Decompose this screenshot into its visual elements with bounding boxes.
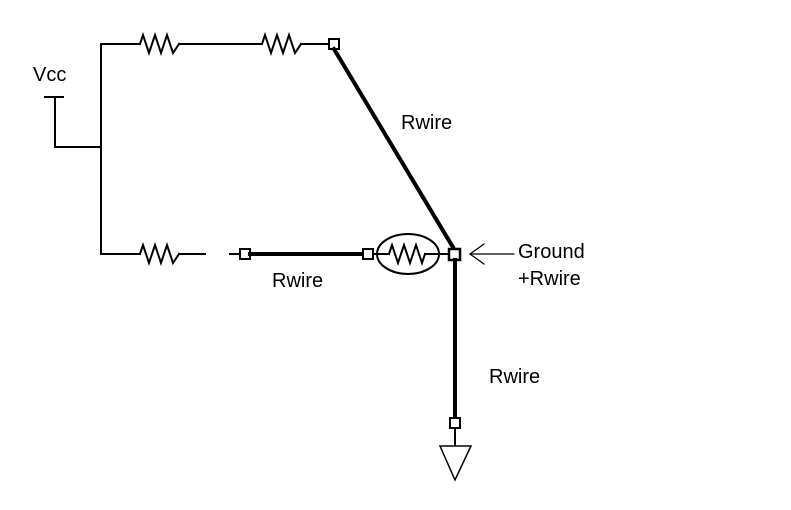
vcc-symbol: [44, 96, 102, 148]
arrow-icon: [468, 243, 515, 265]
rwire-bottom-label: Rwire: [272, 270, 324, 292]
terminal-bottom-mid: [362, 248, 374, 260]
bottom-branch: [100, 241, 251, 267]
resistor-top-1: [138, 31, 181, 57]
circled-resistor: [372, 233, 450, 275]
resistor-top-2: [260, 31, 303, 57]
top-branch: [100, 31, 340, 57]
rwire-vertical-label: Rwire: [489, 366, 541, 388]
ground-icon: [438, 445, 473, 482]
diagonal-rwire: [331, 46, 457, 252]
ground-label: Ground: [518, 241, 585, 263]
terminal-ground: [449, 417, 461, 429]
ground-rwire-label: +Rwire: [518, 268, 581, 290]
vcc-label: Vcc: [33, 64, 67, 86]
rwire-diagonal-label: Rwire: [401, 112, 453, 134]
resistor-bottom-1: [138, 241, 181, 267]
